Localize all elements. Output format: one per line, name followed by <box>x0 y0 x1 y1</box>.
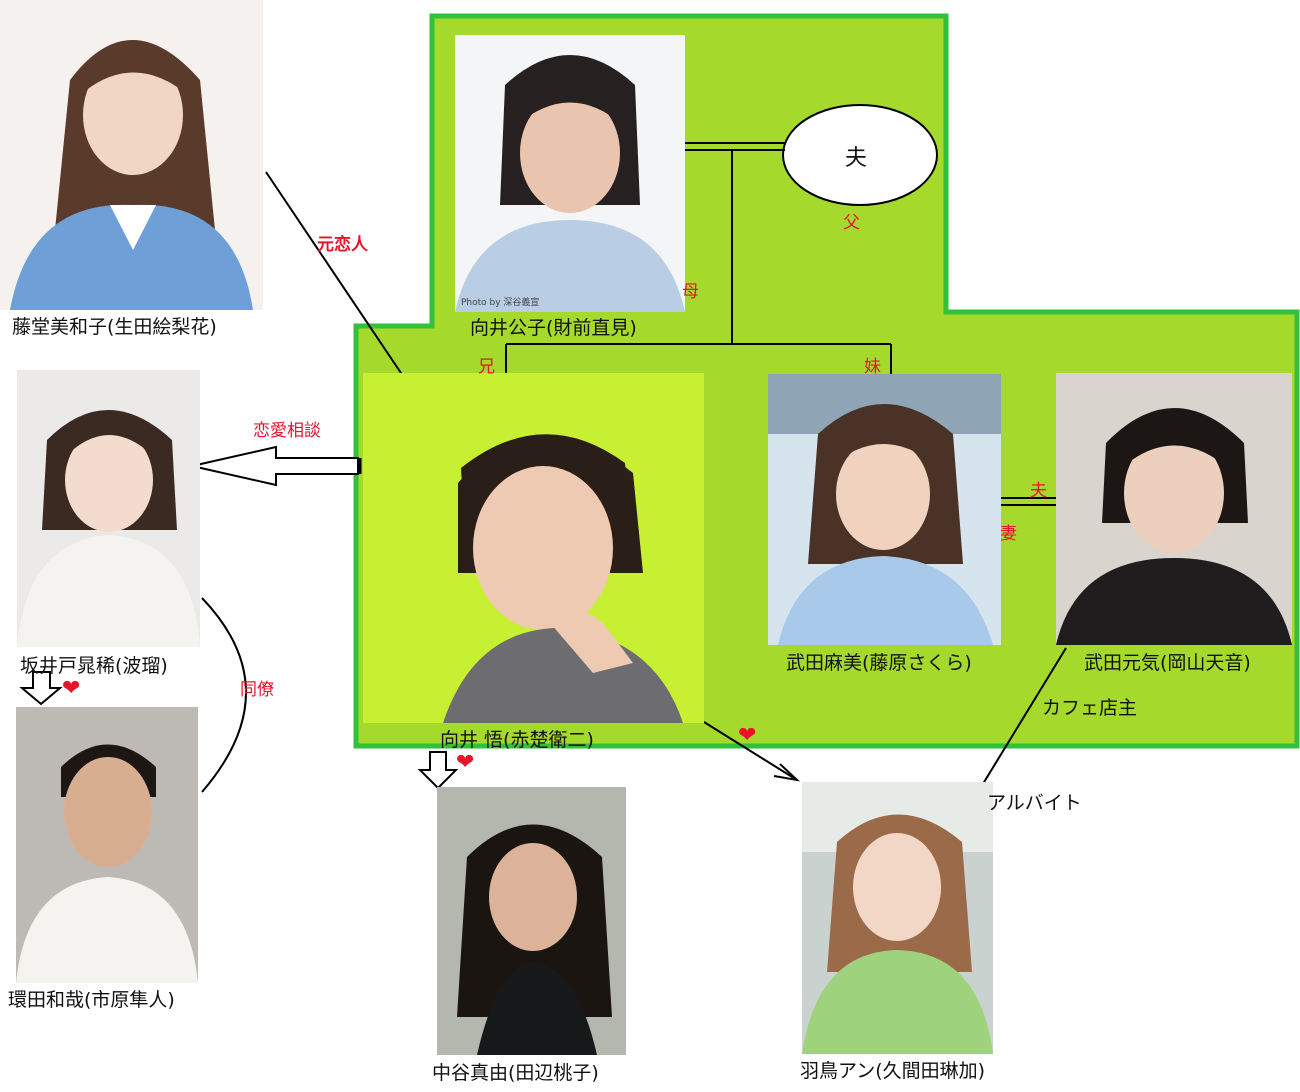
father-oval <box>782 104 938 206</box>
label-ex-lover: 元恋人 <box>317 235 368 255</box>
heart-satoru-hato: ❤ <box>738 723 757 748</box>
label-cafe-owner: カフェ店主 <box>1042 697 1138 719</box>
name-sakai: 坂井戸晁稀(波瑠) <box>20 655 168 677</box>
name-kimiko: 向井公子(財前直見) <box>470 317 637 339</box>
label-younger-sister: 妹 <box>864 357 881 377</box>
heart-sakai-tamaki: ❤ <box>62 676 81 701</box>
label-love-advice: 恋愛相談 <box>253 421 321 441</box>
name-nakaya: 中谷真由(田辺桃子) <box>432 1062 599 1084</box>
down-arrow-sakai <box>19 671 63 706</box>
name-hato: 羽鳥アン(久間田琳加) <box>800 1060 986 1082</box>
photo-hato <box>802 782 993 1054</box>
photo-asami <box>768 374 1001 645</box>
label-mother: 母 <box>682 282 699 302</box>
photo-satoru <box>363 373 704 723</box>
name-asami: 武田麻美(藤原さくら) <box>786 652 972 674</box>
photo-tamaki <box>16 707 198 983</box>
name-genki: 武田元気(岡山天音) <box>1084 652 1251 674</box>
name-todo: 藤堂美和子(生田絵梨花) <box>12 316 217 338</box>
label-colleague: 同僚 <box>240 680 274 700</box>
photo-sakai <box>17 370 200 647</box>
label-father: 父 <box>843 213 860 233</box>
photo-kimiko: Photo by 深谷義宣 <box>455 35 685 312</box>
label-part-time: アルバイト <box>987 792 1082 814</box>
down-arrow-satoru <box>417 751 459 790</box>
svg-text:Photo by 深谷義宣: Photo by 深谷義宣 <box>461 296 539 308</box>
name-satoru: 向井 悟(赤楚衛二) <box>440 729 594 751</box>
heart-satoru-nakaya: ❤ <box>456 750 475 775</box>
label-husband-oval: 夫 <box>845 146 868 171</box>
name-tamaki: 環田和哉(市原隼人) <box>8 989 175 1011</box>
label-husband: 夫 <box>1030 481 1047 501</box>
photo-todo <box>0 0 263 310</box>
label-older-brother: 兄 <box>478 357 495 377</box>
label-wife: 妻 <box>1000 524 1017 544</box>
love-advice-arrow <box>191 445 359 487</box>
photo-genki <box>1056 373 1292 645</box>
photo-nakaya <box>437 787 626 1055</box>
